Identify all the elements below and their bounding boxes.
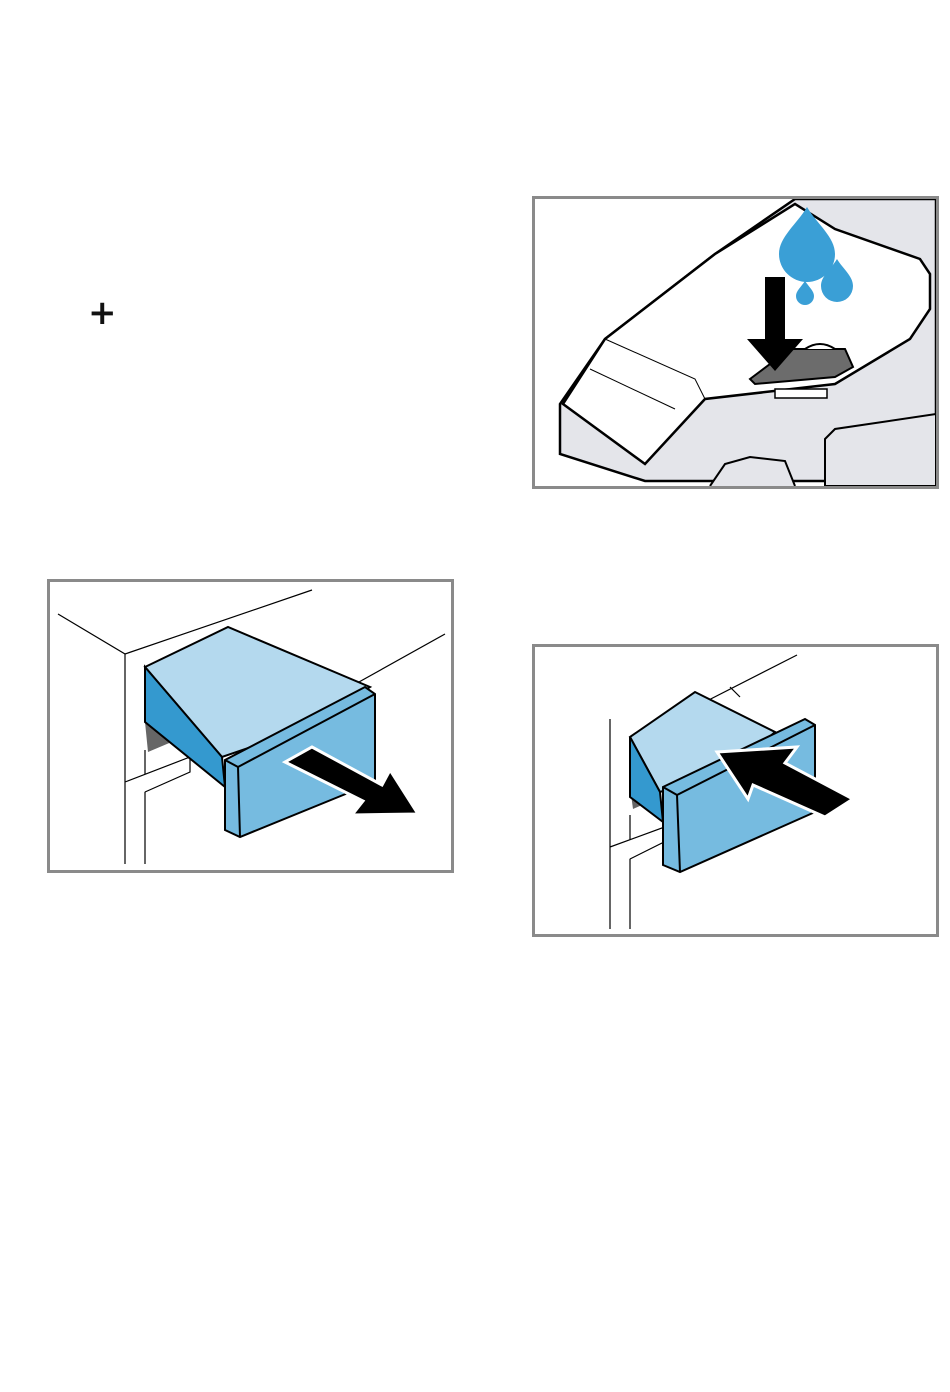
push-in-illustration bbox=[535, 647, 936, 934]
plus-symbol: + bbox=[88, 296, 117, 330]
gap-mark bbox=[730, 687, 740, 697]
appliance-edge bbox=[58, 614, 125, 864]
fill-water-illustration bbox=[535, 199, 936, 486]
figure-fill-water bbox=[532, 196, 939, 489]
shelf-edge bbox=[610, 825, 670, 859]
counter-line bbox=[350, 634, 445, 687]
figure-pull-out-drawer bbox=[47, 579, 454, 873]
pull-out-illustration bbox=[50, 582, 451, 870]
shelf-edge bbox=[125, 757, 190, 792]
label-slot bbox=[775, 389, 827, 398]
figure-push-in-drawer bbox=[532, 644, 939, 937]
